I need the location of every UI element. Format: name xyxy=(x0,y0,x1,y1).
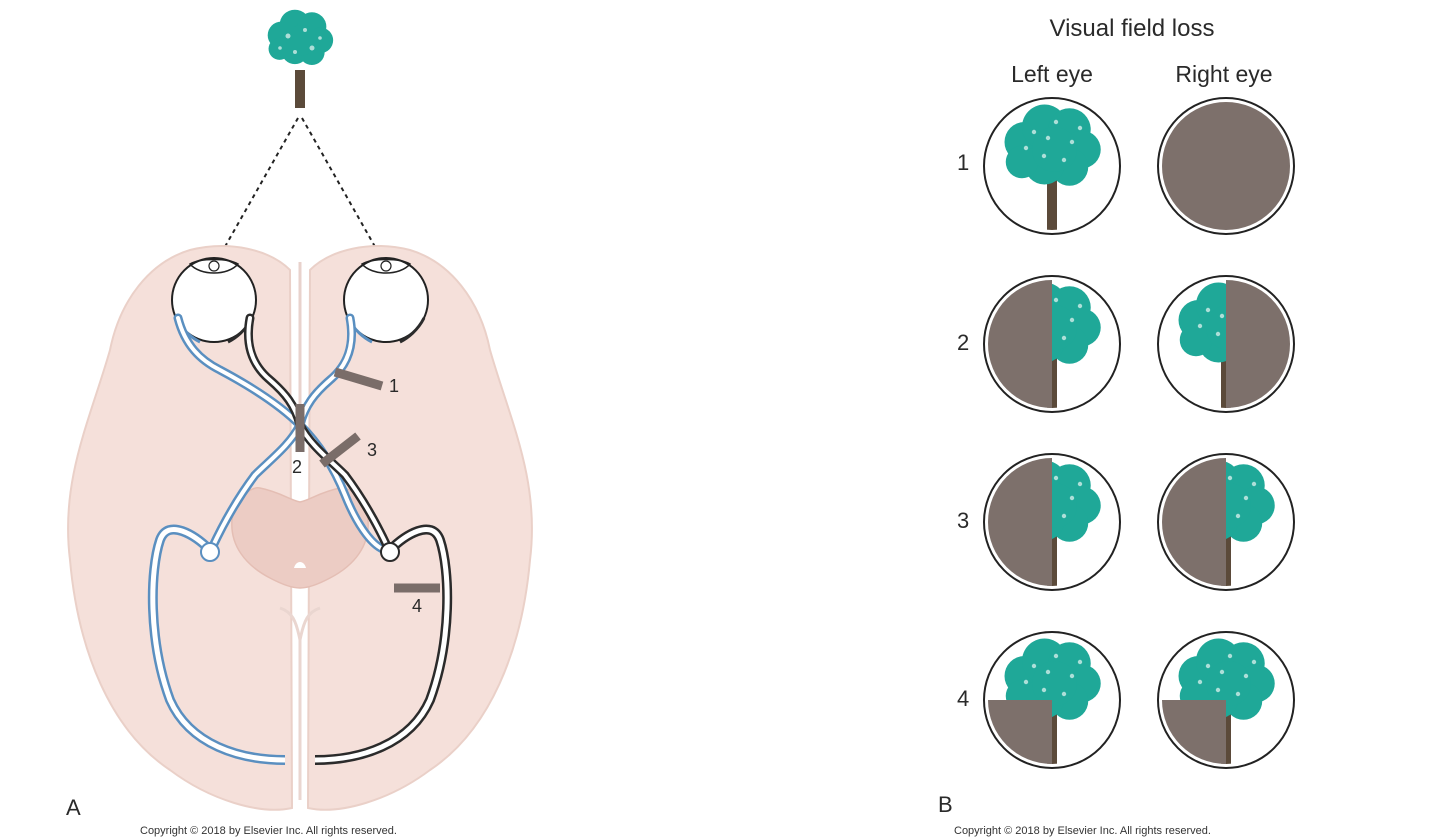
row-number-4: 4 xyxy=(957,686,969,711)
panel-a: 1 2 3 4 A Copyright © 2018 by Elsevier I… xyxy=(66,9,533,837)
panel-a-copyright: Copyright © 2018 by Elsevier Inc. All ri… xyxy=(140,825,397,837)
panel-b: Visual field loss Left eye Right eye 1 2… xyxy=(938,15,1295,837)
posterior-midline xyxy=(279,606,321,800)
field-loss-region xyxy=(988,458,1052,586)
left-eye-header: Left eye xyxy=(1011,61,1093,87)
panel-b-copyright: Copyright © 2018 by Elsevier Inc. All ri… xyxy=(954,825,1211,837)
panel-b-label: B xyxy=(938,792,953,817)
tree-object-icon xyxy=(267,9,334,108)
field-row4-left-eye xyxy=(983,631,1121,769)
sightlines xyxy=(221,117,379,253)
field-row1-right-eye xyxy=(1157,97,1295,235)
field-row1-left-eye xyxy=(983,97,1121,235)
field-loss-region xyxy=(988,280,1052,408)
lesion-label-3: 3 xyxy=(367,440,377,460)
right-eyeball xyxy=(343,257,429,344)
field-row3-left-eye xyxy=(983,453,1121,591)
field-row4-right-eye xyxy=(1157,631,1295,769)
right-optic-radiation xyxy=(314,524,453,765)
midbrain xyxy=(231,487,369,589)
left-optic-radiation xyxy=(147,524,286,765)
trunk-icon xyxy=(1047,176,1057,230)
field-loss-region xyxy=(1226,280,1290,408)
right-eye-header: Right eye xyxy=(1175,61,1272,87)
panel-a-label: A xyxy=(66,795,81,820)
row-number-3: 3 xyxy=(957,508,969,533)
panel-b-title: Visual field loss xyxy=(1050,15,1215,42)
lesion-label-2: 2 xyxy=(292,457,302,477)
lesion-3 xyxy=(319,432,361,468)
lesion-label-1: 1 xyxy=(389,376,399,396)
field-loss-region xyxy=(1162,458,1226,586)
row-number-1: 1 xyxy=(957,150,969,175)
lesion-1 xyxy=(333,367,384,391)
field-row2-left-eye xyxy=(983,275,1121,413)
lesion-markers xyxy=(295,367,440,593)
lesion-label-4: 4 xyxy=(412,596,422,616)
row-number-2: 2 xyxy=(957,330,969,355)
field-row2-right-eye xyxy=(1157,275,1295,413)
field-row3-right-eye xyxy=(1157,453,1295,591)
